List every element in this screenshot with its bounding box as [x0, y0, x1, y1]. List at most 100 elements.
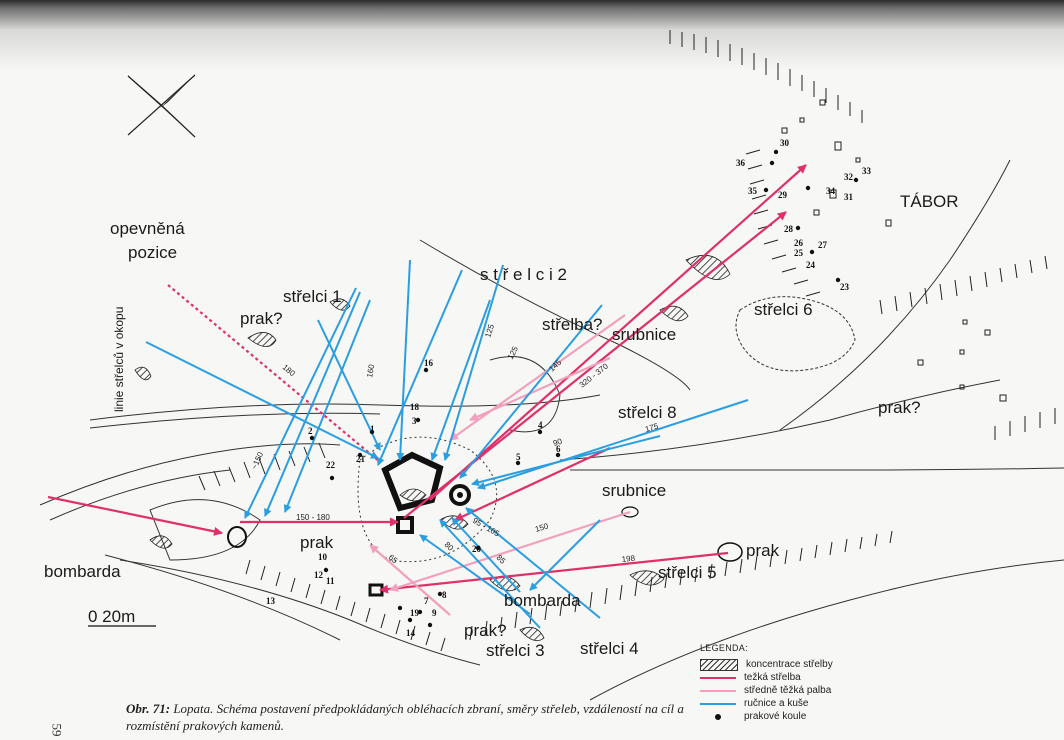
dot-swatch-icon [700, 712, 736, 722]
distance-label: 125 [483, 323, 496, 339]
light-fire-line [283, 299, 371, 513]
sling-stone [555, 452, 561, 458]
light-fire-line [430, 299, 491, 461]
legend-item-dot: prakové koule [700, 710, 880, 723]
light-fire-line [145, 341, 379, 459]
stone-number: 22 [326, 460, 336, 470]
sling-stone [357, 452, 363, 458]
label-prak-bottom: prak? [464, 621, 507, 640]
castle-ruin [227, 436, 743, 597]
distance-label: 65 [387, 553, 400, 566]
label-prak-top: prak? [240, 309, 283, 328]
distance-label: 90 [552, 437, 564, 448]
stone-number: 33 [862, 166, 872, 176]
label-linie: linie střelců v okopu [112, 307, 126, 412]
figure-caption: Obr. 71: Lopata. Schéma postavení předpo… [126, 700, 686, 734]
legend-label: koncentrace střelby [746, 659, 833, 670]
medium-fire-line [369, 544, 451, 616]
distance-label: 150 [534, 521, 550, 533]
stone-number: 5 [516, 452, 521, 462]
stone-number: 23 [840, 282, 850, 292]
label-prak-right: prak? [878, 398, 921, 417]
stone-number: 21 [356, 454, 366, 464]
stone-number: 9 [432, 608, 437, 618]
sling-stone [437, 591, 443, 597]
fire-lines-light [145, 259, 749, 629]
legend-item-light: ručnice a kuše [700, 697, 880, 710]
legend-label: ručnice a kuše [744, 698, 809, 709]
label-strelci-5: střelci 5 [658, 563, 717, 582]
stone-number: 36 [736, 158, 746, 168]
distance-label: 95 - 105 [471, 516, 501, 539]
legend-item-hatch: koncentrace střelby [700, 658, 880, 671]
stone-number: 24 [806, 260, 816, 270]
legend: LEGENDA: koncentrace střelby težká střel… [700, 643, 880, 723]
sling-stone [329, 475, 335, 481]
north-arrow-icon [127, 74, 196, 138]
page-number: 59 [49, 723, 65, 737]
stone-number: 8 [442, 590, 447, 600]
medium-fire-line [449, 314, 626, 441]
medium-fire-line [389, 510, 631, 592]
stone-number: 1 [370, 424, 375, 434]
label-strelba: střelba? [542, 315, 602, 334]
scan-shadow [0, 0, 1064, 70]
label-strelci-8: střelci 8 [618, 403, 677, 422]
tabor-structures [781, 99, 1007, 402]
sling-stone [475, 545, 481, 551]
stone-number: 26 [794, 238, 804, 248]
light-fire-line [264, 291, 361, 517]
sling-stone [397, 605, 403, 611]
label-prak-mid: prak [746, 541, 780, 560]
stone-number: 11 [326, 576, 335, 586]
legend-item-heavy: težká střelba [700, 671, 880, 684]
sling-stone [769, 160, 775, 166]
sling-stone [427, 622, 433, 628]
light-fire-line [317, 319, 381, 451]
heavy-fire-line [429, 164, 807, 501]
stone-number: 10 [318, 552, 328, 562]
stone-number: 2 [308, 426, 313, 436]
stone-number: 30 [780, 138, 790, 148]
distance-label: 160 [365, 363, 376, 378]
stone-number: 32 [844, 172, 854, 182]
sling-stone [415, 417, 421, 423]
light-fire-line [377, 269, 463, 466]
light-fire-line [459, 304, 603, 479]
stone-number: 18 [410, 402, 420, 412]
label-bombarda-bottom: bombarda [504, 591, 581, 610]
light-fire-line [471, 435, 661, 487]
label-srubnice-bottom: srubnice [602, 481, 666, 500]
rock-outcrop [735, 296, 856, 372]
caption-figure-number: Obr. 71: [126, 701, 171, 716]
sling-stone [369, 429, 375, 435]
sling-stone [773, 149, 779, 155]
stone-number: 7 [424, 596, 429, 606]
heavy-fire-line [379, 551, 729, 594]
legend-title: LEGENDA: [700, 643, 748, 653]
label-strelci-3: střelci 3 [486, 641, 545, 660]
stone-number: 6 [556, 444, 561, 454]
stone-number: 4 [538, 420, 543, 430]
stone-number: 28 [784, 224, 794, 234]
medium-line-swatch [700, 689, 736, 692]
light-fire-line [451, 517, 521, 593]
distance-label: 180 [281, 363, 297, 379]
heavy-fire-line [47, 495, 223, 536]
sling-stone [537, 429, 543, 435]
sling-stone [515, 460, 521, 466]
label-srubnice-top: srubnice [612, 325, 676, 344]
distance-label: 150 - 180 [296, 513, 330, 522]
svg-text:0 20m: 0 20m [88, 607, 135, 626]
map-labels: opevněná pozice střelci 1 s t ř e l c i … [44, 192, 959, 660]
light-fire-line [396, 259, 411, 461]
sling-stone [835, 277, 841, 283]
sling-stone [853, 177, 859, 183]
escarpment-ticks [198, 30, 1056, 652]
legend-item-medium: středně těžká palba [700, 684, 880, 697]
distance-label: 175 [644, 421, 660, 433]
light-fire-line [443, 264, 504, 461]
stone-number: 35 [748, 186, 758, 196]
terrain-lines [39, 159, 1064, 701]
fire-lines-medium [369, 314, 631, 616]
